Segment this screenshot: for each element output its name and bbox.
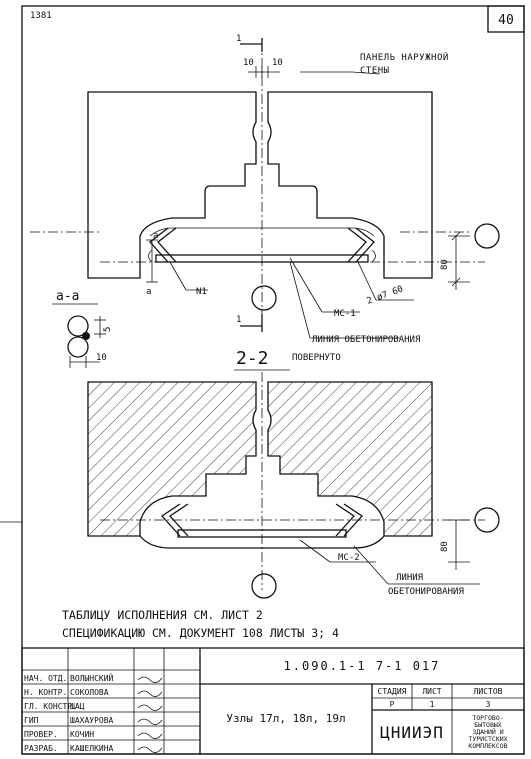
left-panel-outline bbox=[87, 91, 257, 279]
role-4: ПРОВЕР. bbox=[24, 730, 58, 739]
top-dimensions bbox=[169, 38, 470, 339]
name-5: КАШЕЛКИНА bbox=[70, 744, 114, 753]
name-2: ШАЦ bbox=[70, 702, 85, 711]
axis-marker-right-top bbox=[474, 223, 500, 249]
bar-spec: 2 ø7 60 bbox=[366, 284, 405, 306]
label-mc2: МС-2 bbox=[338, 553, 360, 563]
right-anchor-loop bbox=[355, 227, 375, 263]
dim-10-right: 10 bbox=[272, 58, 283, 68]
concrete-line-bottom-2: ОБЕТОНИРОВАНИЯ bbox=[388, 587, 464, 597]
label-n1: N1 bbox=[196, 287, 207, 297]
role-3: ГИП bbox=[24, 716, 39, 725]
sheet-number: 40 bbox=[498, 13, 514, 28]
role-5: РАЗРАБ. bbox=[24, 744, 58, 753]
axis-marker-bottom-bottom bbox=[251, 573, 277, 599]
dim-80-bottom: 80 bbox=[440, 541, 450, 552]
concrete-line-bottom-1: ЛИНИЯ bbox=[396, 573, 423, 583]
dim-10-aa: 10 bbox=[96, 353, 107, 363]
doc-code: 1.090.1-1 7-1 017 bbox=[284, 659, 441, 673]
section-aa-detail bbox=[52, 303, 106, 368]
title-block bbox=[21, 647, 525, 755]
detail-a-top: а bbox=[153, 231, 158, 241]
org-description: ТОРГОВО- БЫТОВЫХ ЗДАНИЙ И ТУРИСТСКИХ КОМ… bbox=[468, 714, 507, 750]
org-desc-0: ТОРГОВО- bbox=[472, 714, 503, 722]
name-3: ШАХАУРОВА bbox=[70, 716, 114, 725]
roles-table: НАЧ. ОТД. ВОЛЫНСКИЙ Н. КОНТР. СОКОЛОВА Г… bbox=[24, 672, 114, 753]
section-mark-bottom: 1 bbox=[236, 315, 241, 325]
bar-section-lower bbox=[67, 336, 89, 358]
drawing-title: Узлы 17л, 18л, 19л bbox=[226, 712, 345, 725]
axis-marker-bottom-top bbox=[251, 285, 277, 311]
stage-label: СТАДИЯ bbox=[378, 687, 407, 696]
bar-mc2 bbox=[177, 529, 347, 538]
bottom-joint-drawing bbox=[87, 372, 500, 599]
role-0: НАЧ. ОТД. bbox=[24, 674, 67, 683]
role-2: ГЛ. КОНСТР. bbox=[24, 702, 77, 711]
concrete-line-top: ЛИНИЯ ОБЕТОНИРОВАНИЯ bbox=[312, 335, 420, 345]
corner-mark: 1381 bbox=[30, 11, 52, 21]
section-22-title: 2-2 bbox=[236, 348, 269, 369]
bar-section-upper bbox=[67, 315, 89, 337]
section-mark-top: 1 bbox=[236, 34, 241, 44]
org-name: ЦНИИЭП bbox=[380, 723, 444, 742]
panel-note: ПАНЕЛЬ НАРУЖНОЙ СТЕНЫ bbox=[360, 53, 449, 76]
sheet-value: 1 bbox=[430, 700, 435, 709]
org-desc-4: КОМПЛЕКСОВ bbox=[468, 742, 507, 750]
panel-note-text: ПАНЕЛЬ НАРУЖНОЙ СТЕНЫ bbox=[360, 53, 449, 76]
org-desc-1: БЫТОВЫХ bbox=[474, 721, 501, 729]
rotated-label: ПОВЕРНУТО bbox=[292, 353, 341, 363]
dim-10-left: 10 bbox=[243, 58, 254, 68]
sheet-label: ЛИСТ bbox=[422, 687, 441, 696]
role-1: Н. КОНТР. bbox=[24, 688, 67, 697]
note-table: ТАБЛИЦУ ИСПОЛНЕНИЯ СМ. ЛИСТ 2 bbox=[62, 608, 263, 622]
right-panel-outline bbox=[267, 91, 433, 279]
label-mc1: МС-1 bbox=[334, 309, 356, 319]
sheets-label: ЛИСТОВ bbox=[474, 687, 503, 696]
sheets-value: 3 bbox=[486, 700, 491, 709]
name-1: СОКОЛОВА bbox=[70, 688, 109, 697]
right-panel-hatch bbox=[268, 382, 432, 536]
stage-value: Р bbox=[390, 700, 395, 709]
left-panel-hatch bbox=[88, 382, 256, 536]
name-4: КОЧИН bbox=[70, 730, 94, 739]
dim-5: 5 bbox=[103, 327, 113, 332]
sheet-number-box bbox=[487, 5, 525, 33]
name-0: ВОЛЫНСКИЙ bbox=[70, 672, 114, 683]
dim-80-top: 80 bbox=[440, 259, 450, 270]
detail-a-bottom: а bbox=[146, 287, 151, 297]
org-desc-2: ЗДАНИЙ И bbox=[472, 727, 503, 736]
org-desc-3: ТУРИСТСКИХ bbox=[468, 735, 507, 743]
note-spec: СПЕЦИФИКАЦИЮ СМ. ДОКУМЕНТ 108 ЛИСТЫ 3; 4 bbox=[62, 626, 339, 640]
section-aa-title: а-а bbox=[56, 289, 79, 304]
bar-mc1 bbox=[155, 254, 369, 263]
axis-marker-right-bottom bbox=[474, 507, 500, 533]
top-joint-drawing bbox=[30, 40, 500, 330]
leader-n1 bbox=[169, 261, 187, 291]
